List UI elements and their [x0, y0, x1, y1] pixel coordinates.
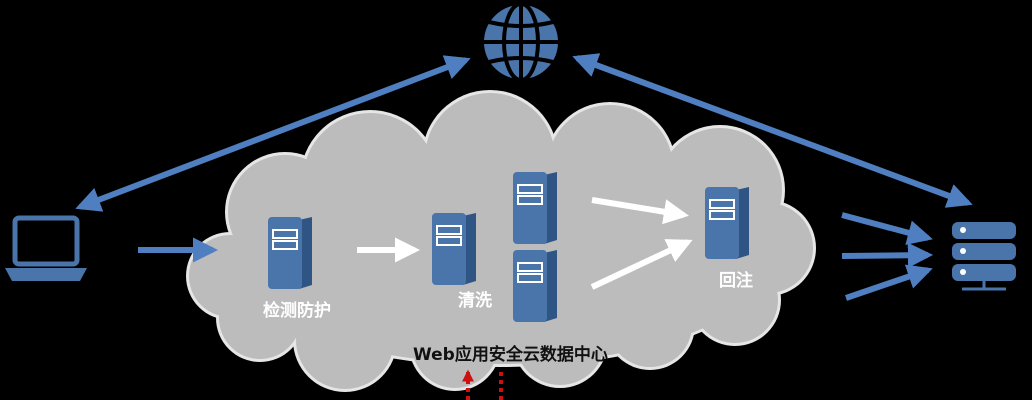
laptop-icon [5, 215, 87, 281]
server-icon-clean-top [512, 171, 558, 245]
label-detect: 检测防护 [263, 300, 331, 321]
arrow-clean-bottom-to-reinject [590, 239, 693, 290]
label-reinject: 回注 [719, 270, 753, 291]
label-data-center: Web应用安全云数据中心 [413, 344, 608, 365]
arrow-laptop-globe [75, 55, 471, 212]
server-icon-reinject [704, 186, 750, 260]
arrow-reinject-1 [841, 212, 933, 245]
label-clean: 清洗 [458, 290, 492, 311]
server-icon-clean-bottom [512, 249, 558, 323]
server-icon-clean-entry [431, 212, 477, 286]
server-icon-detect [267, 216, 313, 290]
globe-icon [482, 2, 560, 82]
arrow-clean-top-to-reinject [591, 197, 689, 225]
arrow-globe-server [572, 53, 973, 208]
arrow-reinject-3 [845, 264, 933, 301]
arrow-reinject-2 [841, 242, 934, 268]
server-rack-icon [952, 222, 1016, 291]
